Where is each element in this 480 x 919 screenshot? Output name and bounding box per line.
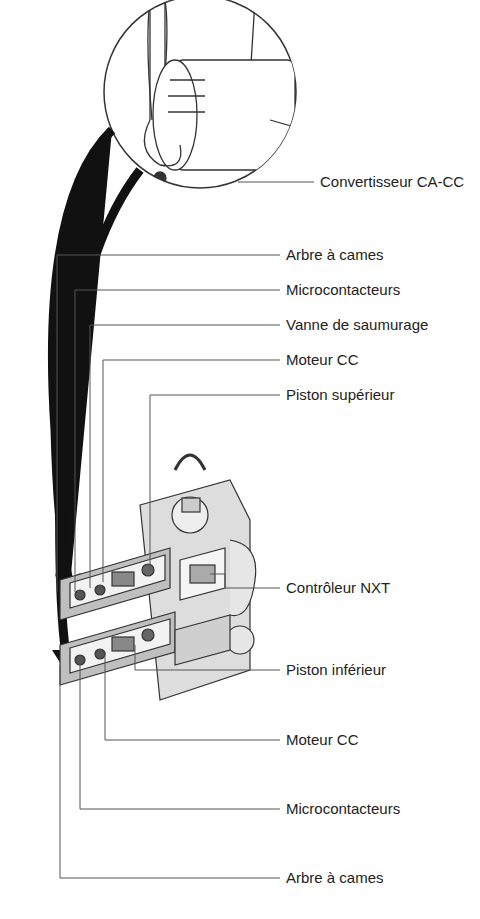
part-label: Convertisseur CA-CC: [318, 173, 466, 191]
magnified-view: [104, 0, 305, 188]
part-label: Microcontacteurs: [284, 281, 402, 299]
converter-end: [153, 60, 197, 170]
part-label: Piston inférieur: [284, 661, 388, 679]
part-label: Arbre à cames: [284, 869, 386, 887]
part-label: Microcontacteurs: [284, 800, 402, 818]
softener-valve: [60, 455, 256, 700]
leader-lines: [57, 182, 314, 878]
part-label: Vanne de saumurage: [284, 316, 430, 334]
part-label: Moteur CC: [284, 731, 361, 749]
part-label: Piston supérieur: [284, 386, 396, 404]
part-label: Moteur CC: [284, 351, 361, 369]
part-label: Arbre à cames: [284, 246, 386, 264]
part-label: Contrôleur NXT: [284, 579, 392, 597]
